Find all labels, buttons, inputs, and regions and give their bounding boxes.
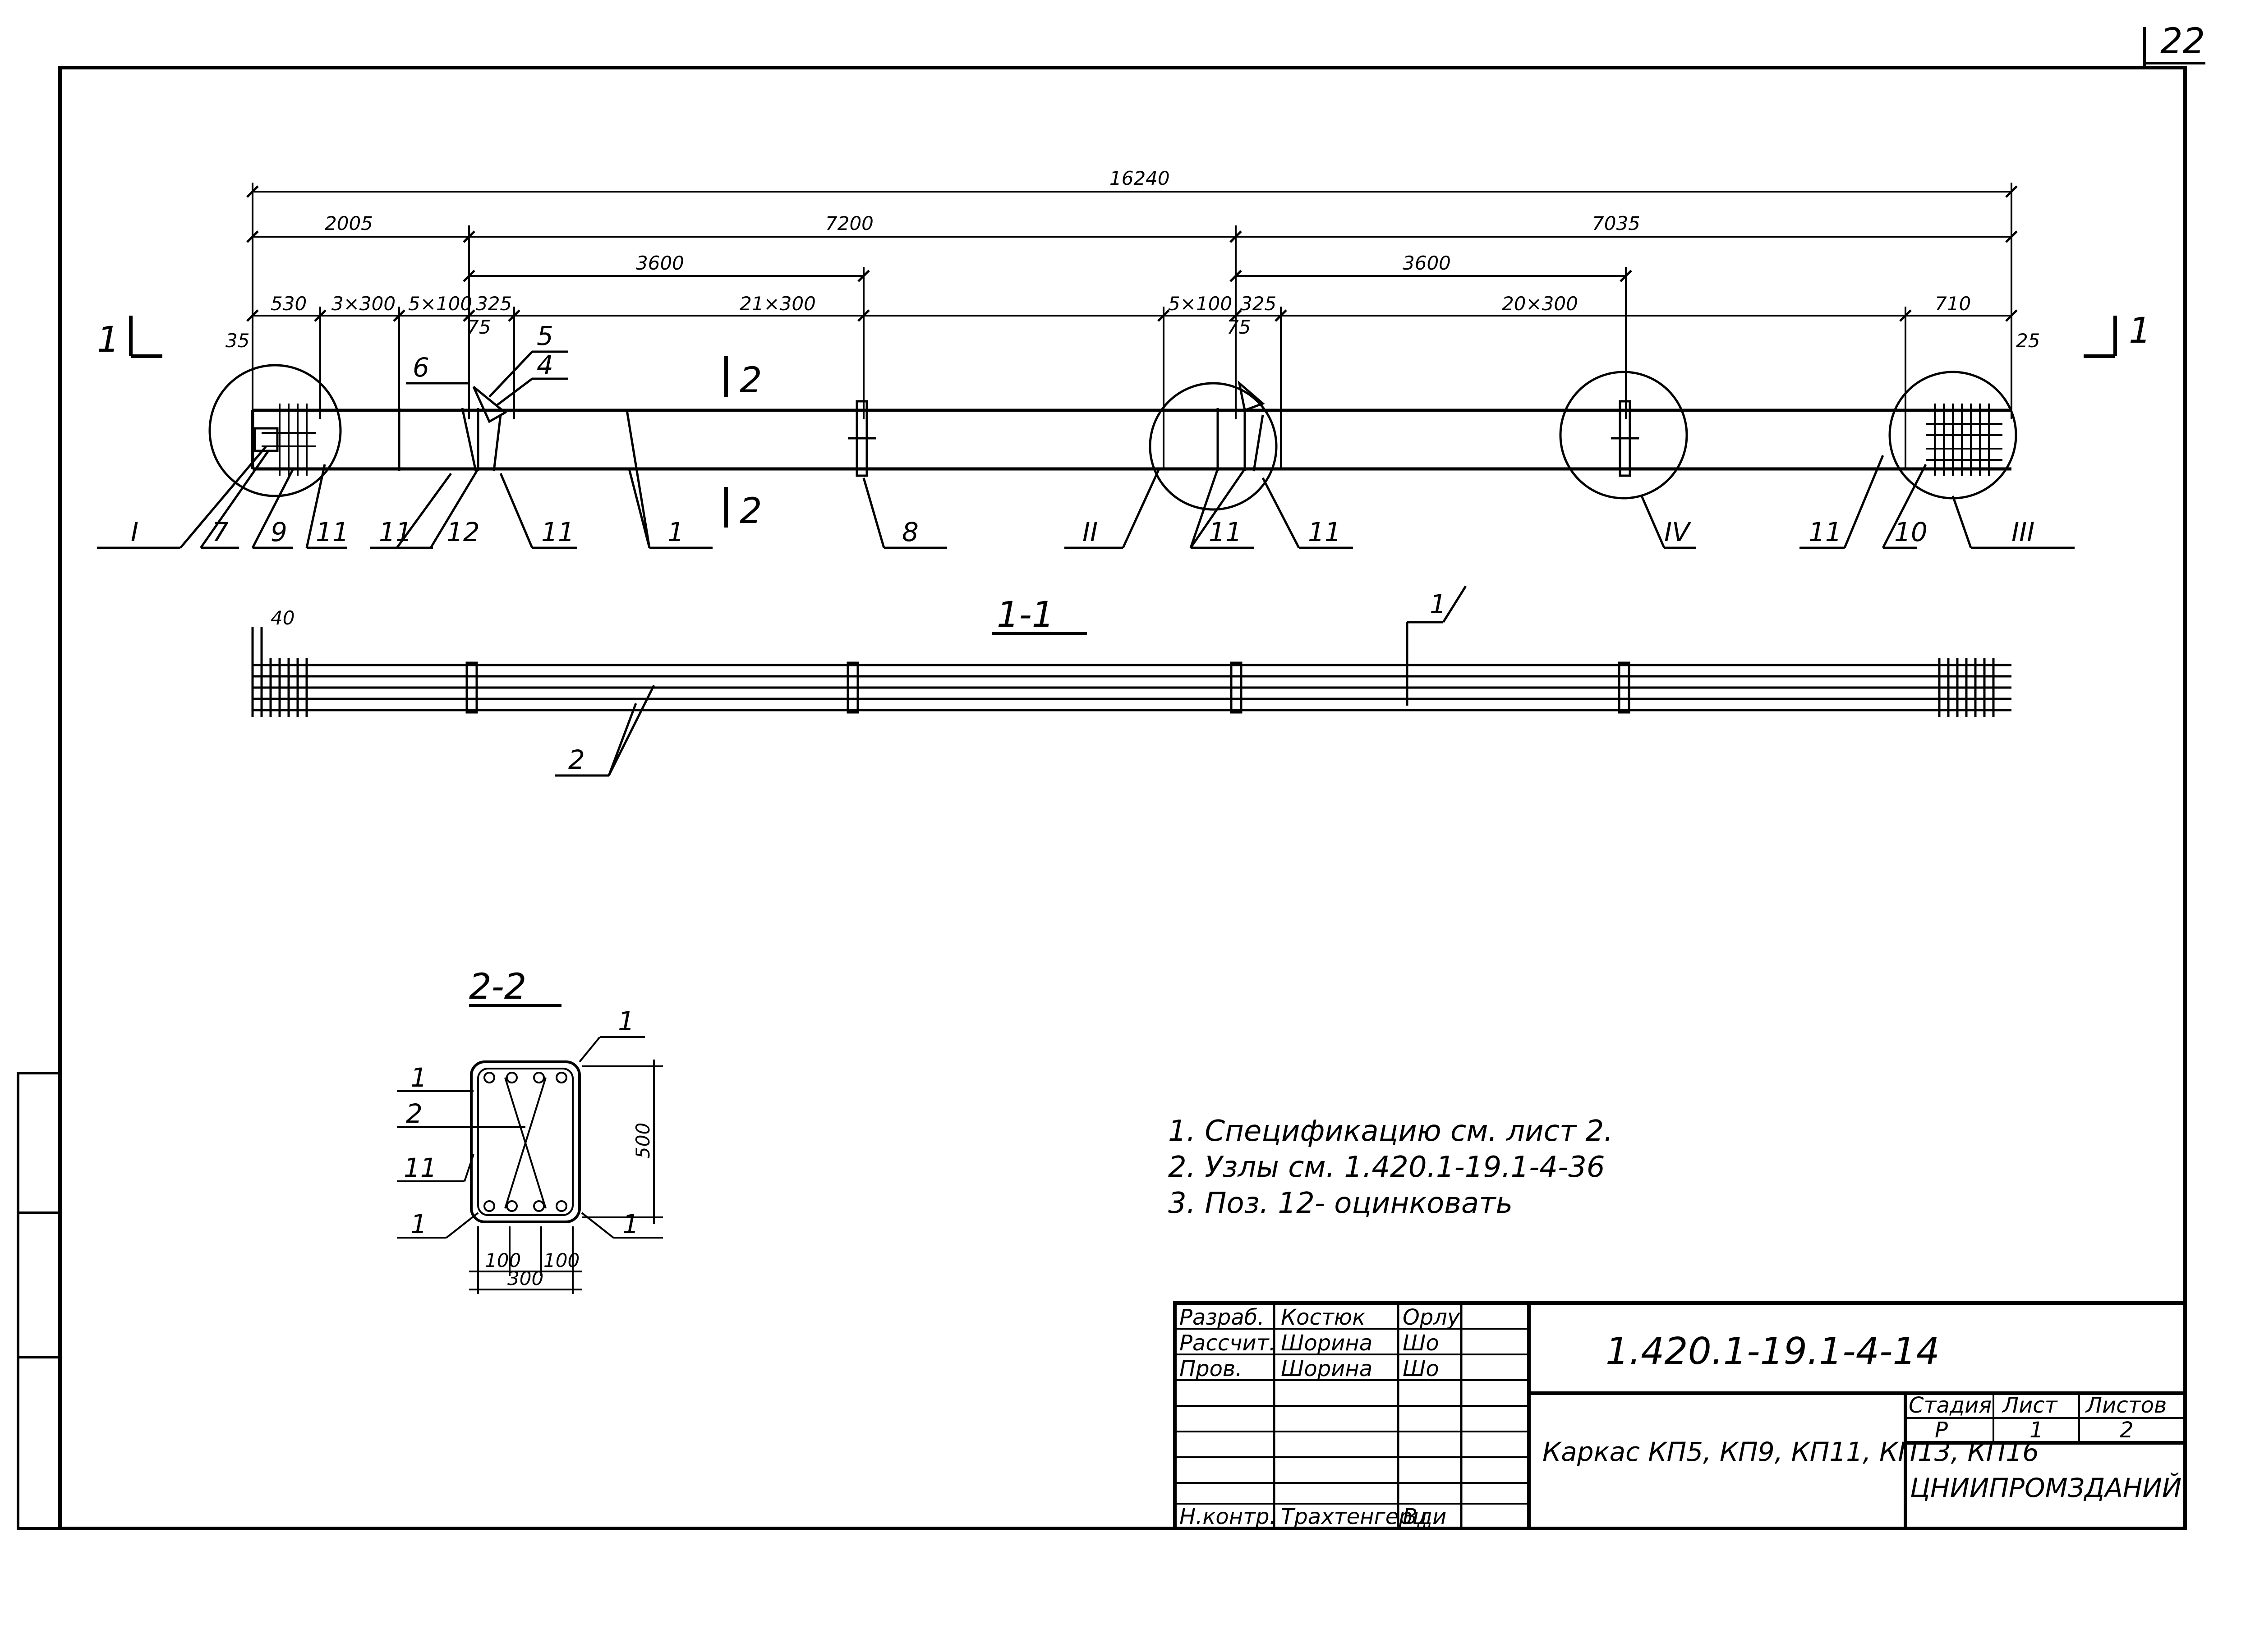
notes: 1. Спецификацию см. лист 2. 2. Узлы см. … xyxy=(1168,1115,1613,1220)
tb-sheet-value: 1 xyxy=(2030,1418,2043,1443)
dim-325-b: 325 xyxy=(1240,293,1276,315)
pos-label-4: 4 xyxy=(537,350,553,381)
note-1: 1. Спецификацию см. лист 2. xyxy=(1168,1115,1613,1148)
section-2-2-label-1-top: 1 xyxy=(618,1006,635,1037)
pos-label-9: 9 xyxy=(271,517,287,547)
pos-label-6: 6 xyxy=(413,352,429,383)
node-label-IV: IV xyxy=(1664,517,1692,547)
dim-35: 35 xyxy=(226,330,249,352)
pos-label-7: 7 xyxy=(212,517,229,547)
dim-75-a: 75 xyxy=(467,316,491,338)
node-label-I: I xyxy=(131,517,138,547)
section-1-1-label-2: 2 xyxy=(568,744,585,775)
pos-label-11-a: 11 xyxy=(316,517,349,547)
pos-label-8: 8 xyxy=(902,517,919,547)
section-2-2-label-11: 11 xyxy=(404,1152,437,1183)
pos-label-11-d: 11 xyxy=(1209,517,1242,547)
pos-label-11-c: 11 xyxy=(541,517,575,547)
dim-5x100-b: 5×100 xyxy=(1168,293,1232,315)
dim-5x100-a: 5×100 xyxy=(408,293,472,315)
tb-name-1: Шорина xyxy=(1281,1331,1372,1356)
tb-sheet-header: Лист xyxy=(2002,1393,2058,1418)
dim-3600-a: 3600 xyxy=(636,252,684,274)
dimension-ticks xyxy=(246,185,2018,322)
title-block-grid xyxy=(1173,1301,2187,1530)
position-labels: 6 5 4 I 7 9 11 11 12 11 1 8 II 11 11 IV … xyxy=(131,321,2034,547)
dim-span-left: 2005 xyxy=(325,212,373,234)
tb-name-0: Костюк xyxy=(1281,1305,1365,1330)
tb-stage-value: Р xyxy=(1935,1418,1948,1443)
dim-21x300: 21×300 xyxy=(740,293,816,315)
dim-20x300: 20×300 xyxy=(1502,293,1578,315)
section-2-2-dim-100-a: 100 xyxy=(485,1249,521,1271)
section-1-1: 1-1 40 xyxy=(251,585,2011,777)
tb-name-2: Шорина xyxy=(1281,1356,1372,1381)
dim-25: 25 xyxy=(2016,330,2040,352)
tb-sheets-value: 2 xyxy=(2120,1418,2134,1443)
tb-document-code: 1.420.1-19.1-4-14 xyxy=(1606,1330,1940,1373)
pos-label-10: 10 xyxy=(1894,517,1928,547)
tb-role-5: Н.контр. xyxy=(1179,1504,1276,1529)
pos-label-11-e: 11 xyxy=(1308,517,1341,547)
section-2-2-dim-height: 500 xyxy=(632,1123,654,1159)
tb-title: Каркас КП5, КП9, КП11, КП13, КП16 xyxy=(1542,1436,2039,1467)
dim-710: 710 xyxy=(1935,293,1971,315)
pos-label-12: 12 xyxy=(446,517,480,547)
dimension-lines xyxy=(252,183,2012,469)
tb-name-5: Трахтенгерц xyxy=(1281,1504,1427,1529)
cut-label-1-left: 1 xyxy=(97,320,120,360)
cut-mark-1-1 xyxy=(129,316,2117,358)
section-2-2: 2-2 xyxy=(397,967,663,1294)
section-2-2-label-1-bottom-left: 1 xyxy=(410,1209,427,1239)
detail-node-circles xyxy=(208,364,2017,511)
dimension-values: 16240 2005 7200 7035 3600 3600 530 3×300… xyxy=(226,167,2040,352)
tb-role-0: Разраб. xyxy=(1179,1305,1265,1330)
section-2-2-title: 2-2 xyxy=(469,967,526,1007)
tb-role-2: Пров. xyxy=(1179,1356,1242,1381)
dim-span-right: 7035 xyxy=(1592,212,1640,234)
sheet-frame xyxy=(17,27,2205,1530)
pos-label-5: 5 xyxy=(537,321,553,351)
pos-label-11-f: 11 xyxy=(1809,517,1842,547)
pos-label-11-b: 11 xyxy=(379,517,412,547)
tb-stage-header: Стадия xyxy=(1909,1393,1992,1418)
section-2-2-label-2: 2 xyxy=(406,1098,423,1129)
tb-signature-5: Вди xyxy=(1403,1504,1446,1529)
tb-signature-2: Шо xyxy=(1403,1356,1439,1381)
dim-overall: 16240 xyxy=(1109,167,1170,189)
cut-label-1-right: 1 xyxy=(2129,311,2151,351)
dim-530: 530 xyxy=(271,293,307,315)
leader-lines xyxy=(97,350,2075,549)
tb-signature-0: Орлу xyxy=(1403,1305,1460,1330)
cage-elevation xyxy=(251,380,2011,477)
section-1-1-label-1: 1 xyxy=(1430,589,1446,620)
pos-label-1: 1 xyxy=(667,517,684,547)
section-1-1-title: 1-1 xyxy=(997,595,1054,635)
dim-75-b: 75 xyxy=(1227,316,1251,338)
title-block: Разраб. Рассчит. Пров. Н.контр. Костюк Ш… xyxy=(1179,1305,2181,1529)
cut-label-2-top: 2 xyxy=(740,360,762,401)
dim-3600-b: 3600 xyxy=(1403,252,1451,274)
section-2-2-label-1-left: 1 xyxy=(410,1062,427,1093)
node-label-III: III xyxy=(2011,517,2034,547)
dim-span-mid: 7200 xyxy=(825,212,874,234)
cut-label-2-bottom: 2 xyxy=(740,491,762,532)
sheet-number: 22 xyxy=(2160,21,2205,62)
tb-role-1: Рассчит. xyxy=(1179,1331,1276,1356)
dim-325-a: 325 xyxy=(476,293,512,315)
tb-organization: ЦНИИПРОМЗДАНИЙ xyxy=(1910,1472,2181,1503)
section-2-2-dim-300: 300 xyxy=(507,1267,543,1289)
dim-3x300: 3×300 xyxy=(331,293,396,315)
node-label-II: II xyxy=(1082,517,1098,547)
note-2: 2. Узлы см. 1.420.1-19.1-4-36 xyxy=(1168,1151,1605,1184)
tb-signature-1: Шо xyxy=(1403,1331,1439,1356)
note-3: 3. Поз. 12- оцинковать xyxy=(1168,1187,1513,1220)
section-2-2-dim-100-b: 100 xyxy=(543,1249,580,1271)
section-2-2-label-1-bottom-right: 1 xyxy=(622,1209,639,1239)
dim-40: 40 xyxy=(271,607,295,629)
tb-sheets-header: Листов xyxy=(2085,1393,2167,1418)
